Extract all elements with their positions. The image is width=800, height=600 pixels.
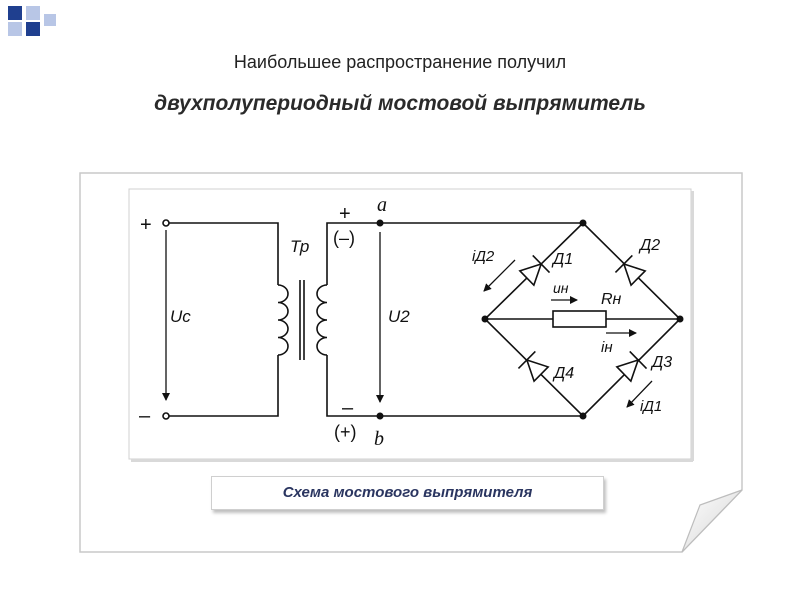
primary-coil bbox=[277, 284, 289, 356]
slide-title: двухполупериодный мостовой выпрямитель bbox=[154, 92, 646, 115]
input-terminal-minus bbox=[162, 412, 170, 420]
output-minus-label: – bbox=[342, 397, 354, 419]
load-resistor bbox=[552, 310, 607, 328]
load-current-label: iн bbox=[601, 339, 613, 356]
node-a-dot bbox=[376, 219, 384, 227]
diode-d4 bbox=[517, 350, 550, 383]
logo-square bbox=[26, 22, 40, 36]
diagram-caption: Схема мостового выпрямителя bbox=[211, 476, 604, 510]
primary-wire-bottom bbox=[169, 355, 279, 417]
output-voltage-label: U2 bbox=[388, 307, 410, 326]
diode-d4-label: Д4 bbox=[552, 365, 574, 382]
slide-subtitle: Наибольшее распространение получил bbox=[233, 52, 567, 72]
i-d2-arrow bbox=[483, 259, 516, 292]
output-minus-alt-label: (+) bbox=[334, 422, 357, 442]
input-terminal-plus bbox=[162, 219, 170, 227]
current-d2-label: iД2 bbox=[472, 248, 495, 265]
secondary-wire-bottom bbox=[326, 355, 380, 417]
output-plus-alt-label: (–) bbox=[333, 228, 355, 248]
bridge-node-left bbox=[481, 315, 489, 323]
input-plus-label: + bbox=[140, 214, 152, 236]
node-a-label: a bbox=[377, 194, 387, 216]
panel-shadow bbox=[131, 459, 693, 462]
diode-d3-label: Д3 bbox=[650, 354, 672, 371]
node-b-label: b bbox=[374, 428, 384, 450]
bridge-node-bottom bbox=[579, 412, 587, 420]
panel-shadow bbox=[691, 191, 694, 461]
node-b-dot bbox=[376, 412, 384, 420]
transformer-label: Тр bbox=[290, 237, 309, 256]
logo-square bbox=[8, 6, 22, 20]
folded-corner bbox=[681, 489, 743, 553]
current-d1-label: iД1 bbox=[640, 398, 662, 415]
diode-d3 bbox=[615, 350, 648, 383]
bridge-node-right bbox=[676, 315, 684, 323]
logo-square bbox=[26, 6, 40, 20]
output-plus-label: + bbox=[339, 203, 351, 225]
primary-wire-top bbox=[169, 222, 279, 285]
diode-d1-label: Д1 bbox=[551, 251, 573, 268]
load-resistor-label: Rн bbox=[601, 291, 622, 308]
bridge-node-top bbox=[579, 219, 587, 227]
diode-d2 bbox=[614, 254, 647, 287]
logo-square bbox=[8, 22, 22, 36]
diode-d1 bbox=[518, 254, 551, 287]
logo-square bbox=[44, 14, 56, 26]
diode-d2-label: Д2 bbox=[638, 237, 660, 254]
input-voltage-label: Uc bbox=[170, 307, 191, 326]
load-voltage-label: uн bbox=[553, 280, 569, 296]
input-minus-label: – bbox=[139, 405, 151, 427]
secondary-wire-top bbox=[326, 222, 380, 285]
i-d1-arrow bbox=[626, 380, 653, 408]
secondary-coil bbox=[316, 284, 328, 356]
